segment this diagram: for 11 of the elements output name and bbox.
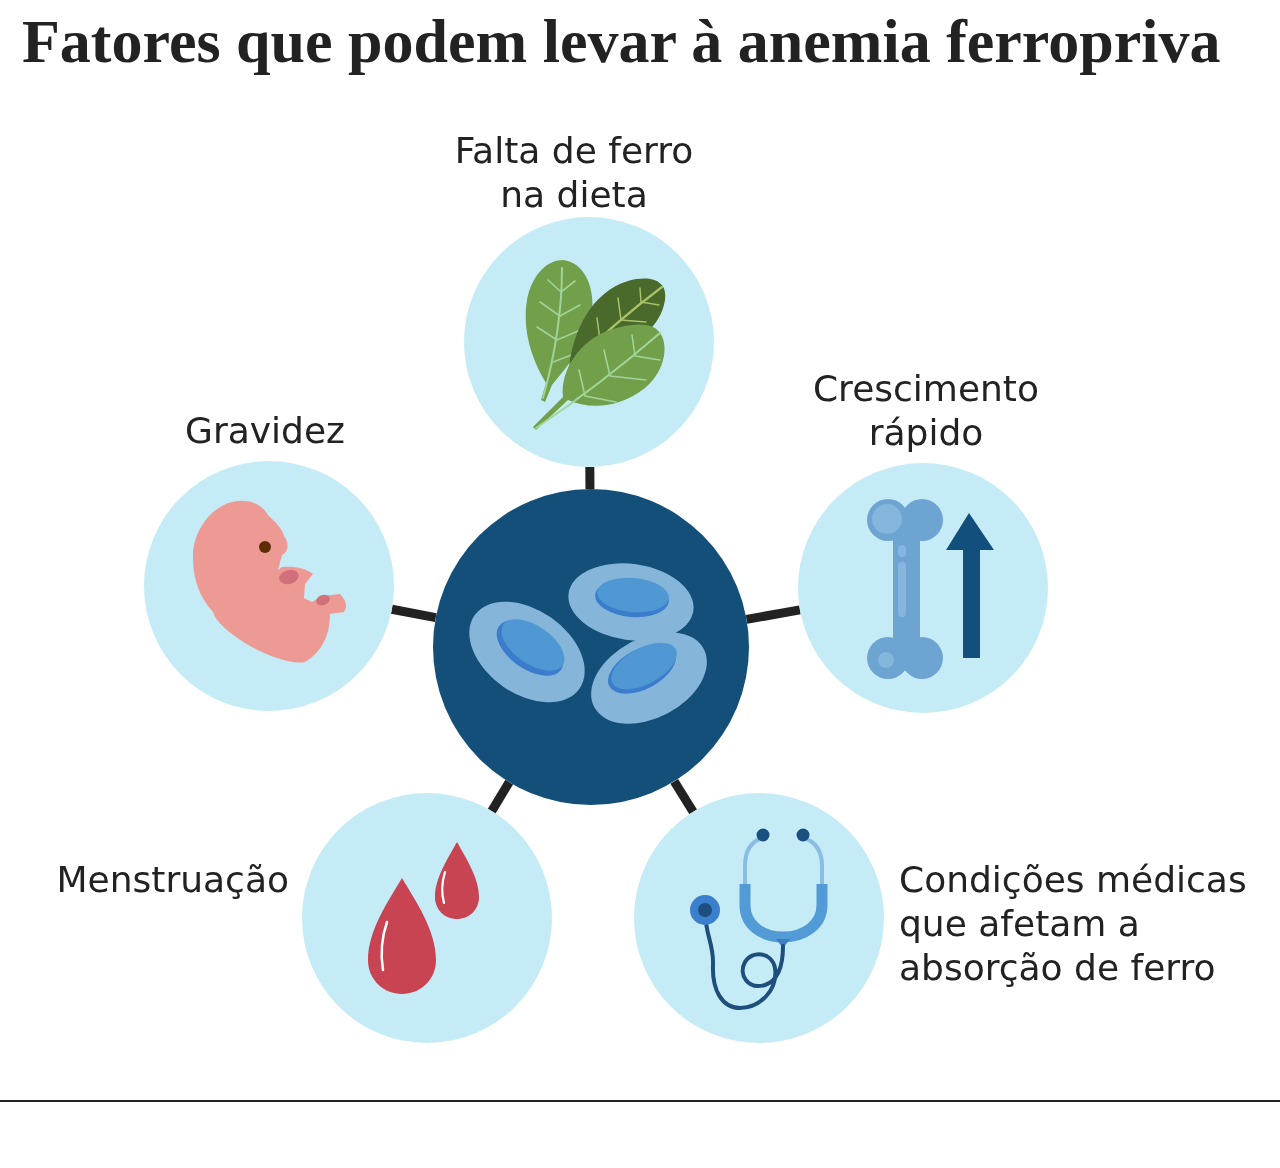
factor-label: Gravidez <box>184 409 346 453</box>
diagram-title: Fatores que podem levar à anemia ferropriva <box>22 6 1221 77</box>
factor-label: Menstruação <box>55 858 289 902</box>
connector-line <box>670 778 697 815</box>
factor-label: Falta de ferro na dieta <box>453 129 695 217</box>
factor-label: Crescimento rápido <box>812 367 1040 455</box>
factor-label: Condições médicas que afetam a absorção de ferro <box>899 858 1248 990</box>
connector-line <box>487 779 514 814</box>
connector-line <box>585 466 595 489</box>
connector-line <box>391 604 437 622</box>
connector-line <box>745 605 801 624</box>
